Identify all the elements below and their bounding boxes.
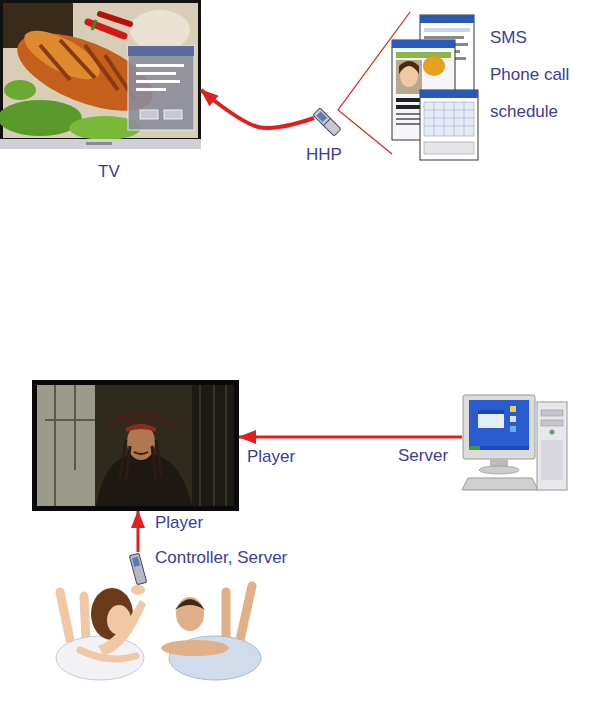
node-label: Player [155, 514, 203, 533]
connector-arrow [239, 436, 462, 439]
connector-arrow [201, 90, 314, 128]
phone-node: HHP [314, 106, 340, 140]
connector-arrow [137, 511, 140, 552]
connector-arrow [338, 12, 410, 154]
tv-picture [0, 0, 201, 149]
node-label: Controller, Server [155, 549, 287, 568]
tv-picture [32, 380, 239, 511]
node-label: schedule [490, 103, 558, 122]
node-label: Server [398, 447, 448, 466]
server-node: Server [462, 390, 568, 492]
node-label: TV [98, 163, 120, 182]
node-label: Player [247, 448, 295, 467]
phone-node: Controller, Server [128, 552, 148, 586]
tv-node: TV [0, 0, 201, 149]
node-label: SMS [490, 29, 527, 48]
server-computer [462, 395, 567, 490]
phone-icon [313, 108, 341, 136]
screens-node: SMSPhone callschedule [392, 12, 480, 162]
people [56, 553, 261, 680]
node-label: HHP [306, 146, 342, 165]
phone-screens [392, 15, 478, 160]
tv-node: PlayerPlayer [32, 380, 239, 511]
node-label: Phone call [490, 66, 569, 85]
